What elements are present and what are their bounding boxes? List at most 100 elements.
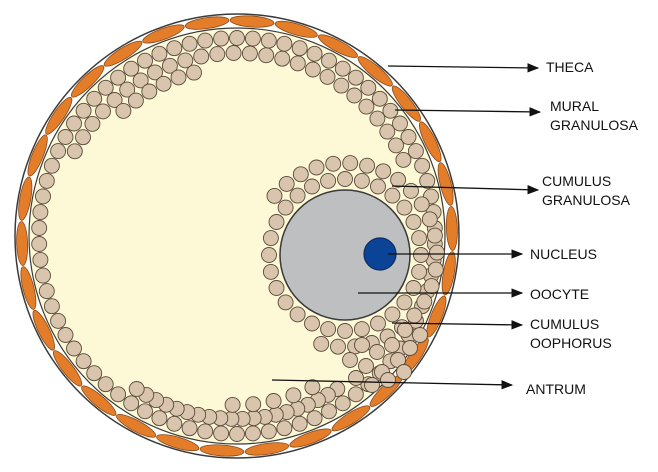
label-oocyte: OOCYTE xyxy=(530,285,589,304)
granulosa-cell xyxy=(408,144,423,159)
granulosa-cell xyxy=(290,188,305,203)
granulosa-cell xyxy=(314,336,329,351)
granulosa-cell xyxy=(413,328,428,343)
granulosa-cell xyxy=(305,380,320,395)
mural-label-line1: MURAL xyxy=(550,97,638,116)
granulosa-cell xyxy=(348,70,363,85)
granulosa-cell xyxy=(187,65,202,80)
granulosa-cell xyxy=(44,158,59,173)
granulosa-cell xyxy=(182,421,197,436)
granulosa-cell xyxy=(76,354,91,369)
granulosa-cell xyxy=(321,173,336,188)
granulosa-cell xyxy=(343,156,358,171)
granulosa-cell xyxy=(422,212,437,227)
granulosa-cell xyxy=(33,252,48,267)
granulosa-cell xyxy=(58,130,73,145)
granulosa-cell xyxy=(320,69,335,84)
granulosa-cell xyxy=(321,322,336,337)
granulosa-cell xyxy=(290,56,305,71)
granulosa-cell xyxy=(290,307,305,322)
granulosa-cell xyxy=(348,387,363,402)
label-theca: THECA xyxy=(546,58,593,77)
granulosa-cell xyxy=(371,316,386,331)
granulosa-cell xyxy=(225,397,240,412)
granulosa-cell xyxy=(44,299,59,314)
granulosa-cell xyxy=(331,339,346,354)
granulosa-cell xyxy=(124,396,139,411)
granulosa-cell xyxy=(430,245,445,260)
granulosa-cell xyxy=(407,308,422,323)
granulosa-cell xyxy=(171,70,186,85)
granulosa-cell xyxy=(385,338,400,353)
granulosa-cell xyxy=(156,76,171,91)
granulosa-cell xyxy=(370,345,385,360)
granulosa-cell xyxy=(349,371,364,386)
granulosa-cell xyxy=(398,323,413,338)
granulosa-cell xyxy=(414,197,429,212)
granulosa-cell xyxy=(76,130,91,145)
granulosa-cell xyxy=(415,158,430,173)
granulosa-cell xyxy=(275,51,290,66)
granulosa-cell xyxy=(266,394,281,409)
granulosa-cell xyxy=(424,279,439,294)
antrum-label: ANTRUM xyxy=(526,380,586,399)
granulosa-cell xyxy=(33,205,48,220)
granulosa-cell xyxy=(322,53,337,68)
granulosa-cell xyxy=(51,313,66,328)
granulosa-cell xyxy=(427,228,442,243)
granulosa-cell xyxy=(58,328,73,343)
granulosa-cell xyxy=(354,173,369,188)
granulosa-cell xyxy=(76,103,91,118)
granulosa-cell xyxy=(391,172,406,187)
label-nucleus: NUCLEUS xyxy=(530,245,597,264)
granulosa-cell xyxy=(267,188,282,203)
granulosa-cell xyxy=(167,41,182,56)
granulosa-cell xyxy=(242,46,257,61)
granulosa-cell xyxy=(67,116,82,131)
granulosa-cell xyxy=(338,324,353,339)
granulosa-cell xyxy=(292,41,307,56)
granulosa-cell xyxy=(383,103,398,118)
granulosa-cell xyxy=(245,31,260,46)
granulosa-cell xyxy=(278,200,293,215)
granulosa-cell xyxy=(198,424,213,439)
cumulus-granulosa-label-line2: GRANULOSA xyxy=(542,191,630,210)
granulosa-cell xyxy=(428,262,443,277)
granulosa-cell xyxy=(360,158,375,173)
granulosa-cell xyxy=(397,200,412,215)
granulosa-cell xyxy=(116,103,131,118)
mural-label-line2: GRANULOSA xyxy=(550,116,638,135)
cumulus-oophorus-label-line1: CUMULUS xyxy=(530,315,612,334)
granulosa-cell xyxy=(230,427,245,442)
granulosa-cell xyxy=(85,116,100,131)
granulosa-cell xyxy=(359,99,374,114)
granulosa-cell xyxy=(406,215,421,230)
granulosa-cell xyxy=(279,176,294,191)
granulosa-cell xyxy=(381,373,396,388)
granulosa-cell xyxy=(263,231,278,246)
granulosa-cell xyxy=(354,322,369,337)
granulosa-cell xyxy=(376,164,391,179)
granulosa-cell xyxy=(404,183,419,198)
granulosa-cell xyxy=(32,221,47,236)
granulosa-cell xyxy=(138,53,153,68)
granulosa-cell xyxy=(335,396,350,411)
granulosa-cell xyxy=(305,179,320,194)
granulosa-cell xyxy=(286,388,301,403)
granulosa-cell xyxy=(338,172,353,187)
granulosa-cell xyxy=(262,248,277,263)
nucleus-label: NUCLEUS xyxy=(530,245,597,264)
granulosa-cell xyxy=(305,316,320,331)
granulosa-cell xyxy=(36,189,51,204)
granulosa-cell xyxy=(111,387,126,402)
granulosa-cell xyxy=(39,173,54,188)
granulosa-cell xyxy=(385,188,400,203)
granulosa-cell xyxy=(420,173,435,188)
label-antrum: ANTRUM xyxy=(526,380,586,399)
granulosa-cell xyxy=(36,268,51,283)
granulosa-cell xyxy=(370,111,385,126)
pointer-arrow xyxy=(388,66,538,68)
granulosa-cell xyxy=(152,46,167,61)
granulosa-cell xyxy=(412,264,427,279)
